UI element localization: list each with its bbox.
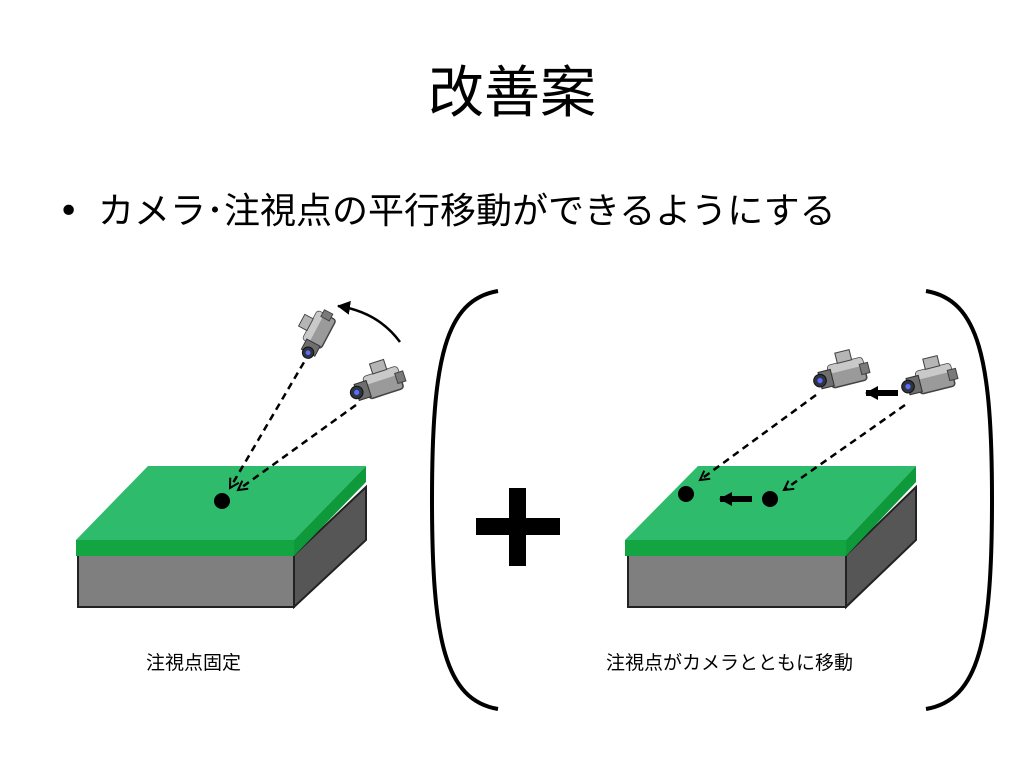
focus-point-dot-new [678,486,694,502]
bullet-item: • カメラ･注視点の平行移動ができるようにする [58,186,1008,238]
plus-icon [476,488,560,566]
bullet-text: カメラ･注視点の平行移動ができるようにする [98,191,836,232]
left-bracket [429,289,499,711]
slide-title: 改善案 [428,61,596,126]
rotation-arc-arrow [337,300,402,343]
right-diagram [625,345,961,610]
view-line-dashed [784,403,906,490]
right-platform-box [625,466,917,610]
video-camera-icon [342,354,409,406]
view-line-dashed [238,403,357,490]
left-platform-box [76,466,367,610]
view-line-dashed [228,351,312,488]
video-camera-icon [895,351,961,400]
left-diagram [76,300,409,610]
right-bracket [925,289,995,711]
bullet-marker: • [58,191,80,232]
video-camera-icon [807,345,873,394]
video-camera-icon [286,301,339,363]
right-caption: 注視点がカメラとともに移動 [606,652,854,674]
focus-point-dot-old [762,491,778,507]
left-caption: 注視点固定 [146,652,242,674]
focus-point-dot [214,493,230,509]
